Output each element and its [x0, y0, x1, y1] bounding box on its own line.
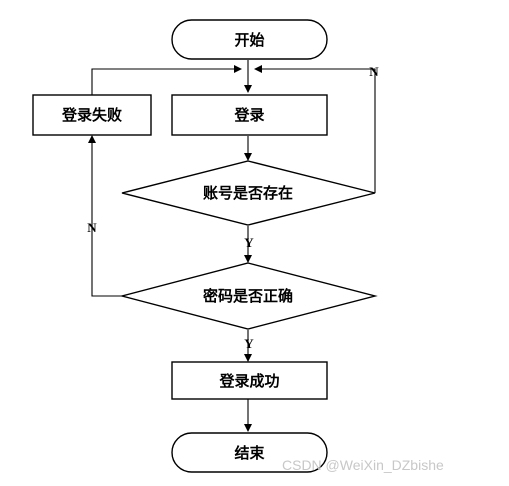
branch-label-password-no: N — [87, 220, 97, 235]
login-node: 登录 — [171, 94, 328, 136]
login-label: 登录 — [233, 106, 264, 124]
start-node: 开始 — [171, 19, 328, 60]
account-exists-label: 账号是否存在 — [203, 184, 293, 202]
branch-label-account-no: N — [369, 64, 379, 79]
edge-no-account-loop — [254, 65, 376, 193]
watermark: CSDN @WeiXin_DZbishe — [282, 457, 444, 473]
branch-label-password-yes: Y — [244, 336, 254, 351]
edge-failed-to-merge — [91, 65, 242, 100]
login-success-node: 登录成功 — [171, 361, 328, 400]
connectors — [88, 60, 376, 432]
login-success-label: 登录成功 — [218, 372, 279, 390]
end-label: 结束 — [234, 444, 265, 462]
start-label: 开始 — [234, 31, 264, 49]
end-node: 结束 — [171, 432, 328, 473]
edge-password-no-to-failed — [88, 135, 122, 297]
password-correct-decision: 密码是否正确 — [119, 262, 378, 330]
account-exists-decision: 账号是否存在 — [121, 160, 376, 226]
login-failed-node: 登录失败 — [32, 94, 152, 136]
login-failed-label: 登录失败 — [61, 106, 122, 124]
branch-label-account-yes: Y — [244, 235, 254, 250]
password-correct-label: 密码是否正确 — [203, 287, 293, 305]
